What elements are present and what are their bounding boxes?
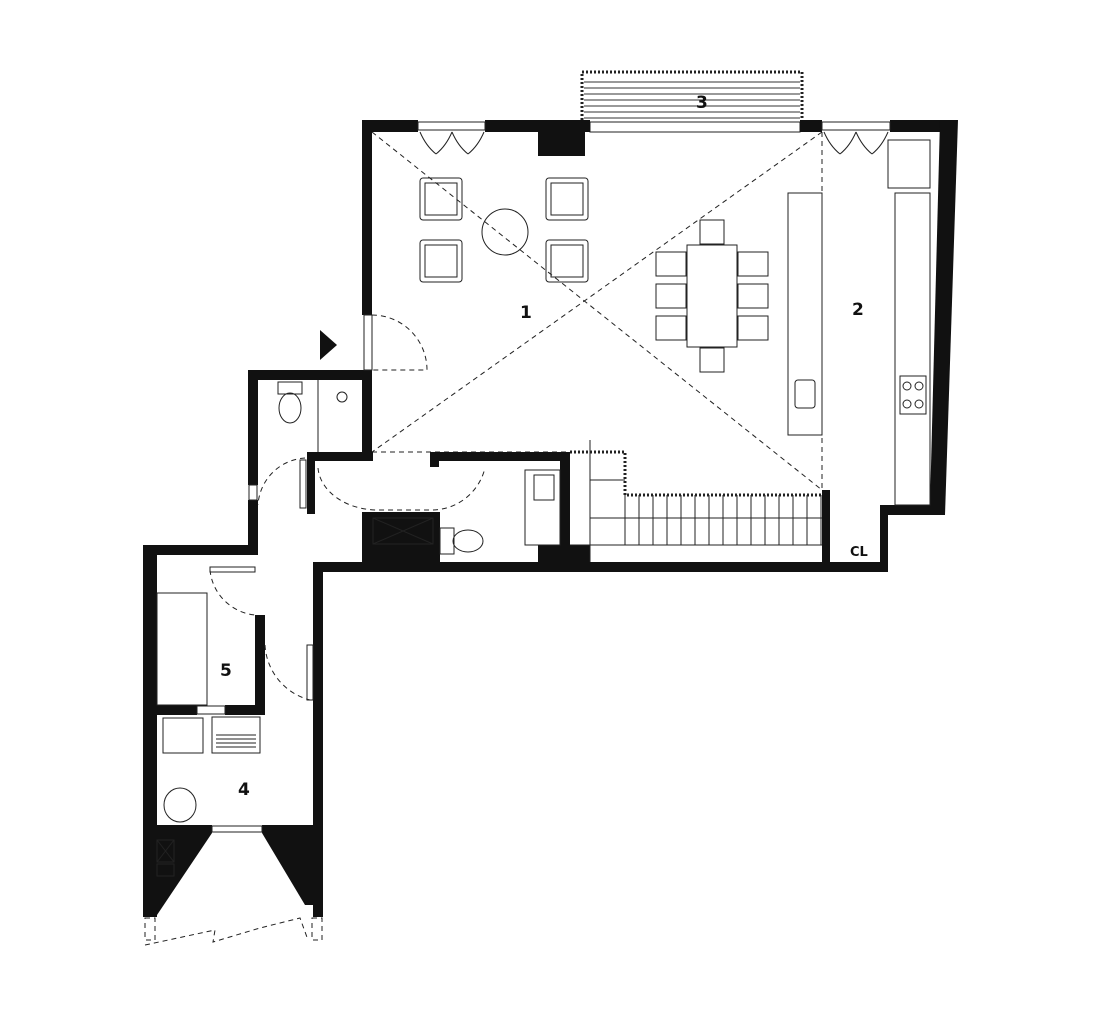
bathroom-fixtures [277, 380, 561, 555]
doors [144, 314, 486, 946]
room-label-1: 1 [520, 303, 532, 323]
walls [143, 120, 958, 917]
room-label-4: 4 [238, 780, 250, 800]
balcony-3 [580, 70, 804, 133]
windows [196, 121, 891, 833]
stove-icon [899, 375, 927, 415]
dining-table [655, 219, 769, 373]
stair-icon [570, 440, 822, 562]
room-label-closet: CL [850, 545, 868, 560]
kitchen [787, 139, 931, 506]
room-label-5: 5 [220, 661, 232, 681]
shower-icon [372, 517, 434, 545]
utility-fixtures [156, 592, 261, 877]
toilet-icon [439, 527, 484, 555]
entry-arrow-icon [320, 330, 337, 360]
french-doors [419, 131, 889, 155]
sink-icon [211, 716, 261, 754]
shower-icon [336, 391, 348, 403]
room-label-3: 3 [696, 93, 708, 113]
sink-icon [524, 469, 561, 546]
room-label-2: 2 [852, 300, 864, 320]
toilet-icon [277, 381, 303, 424]
lounge-chairs [419, 177, 589, 283]
ceiling-diagonals [371, 131, 823, 491]
